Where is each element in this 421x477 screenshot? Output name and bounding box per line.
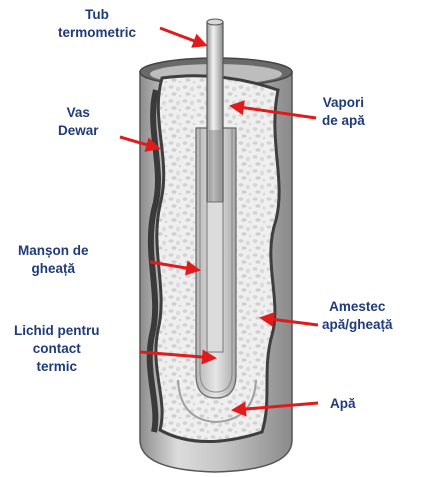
arrow-tub [160, 28, 205, 45]
label-apa: Apă [330, 395, 356, 413]
label-manson-gheata: Manșon de gheață [18, 242, 89, 278]
label-vas-dewar: Vas Dewar [58, 104, 99, 140]
label-lichid-contact: Lichid pentru contact termic [14, 322, 100, 376]
label-vapori-apa: Vapori de apă [322, 94, 365, 130]
thermometer-tube [207, 19, 223, 352]
label-amestec: Amestec apă/gheață [322, 298, 393, 334]
label-tub-termometric: Tub termometric [58, 6, 136, 42]
